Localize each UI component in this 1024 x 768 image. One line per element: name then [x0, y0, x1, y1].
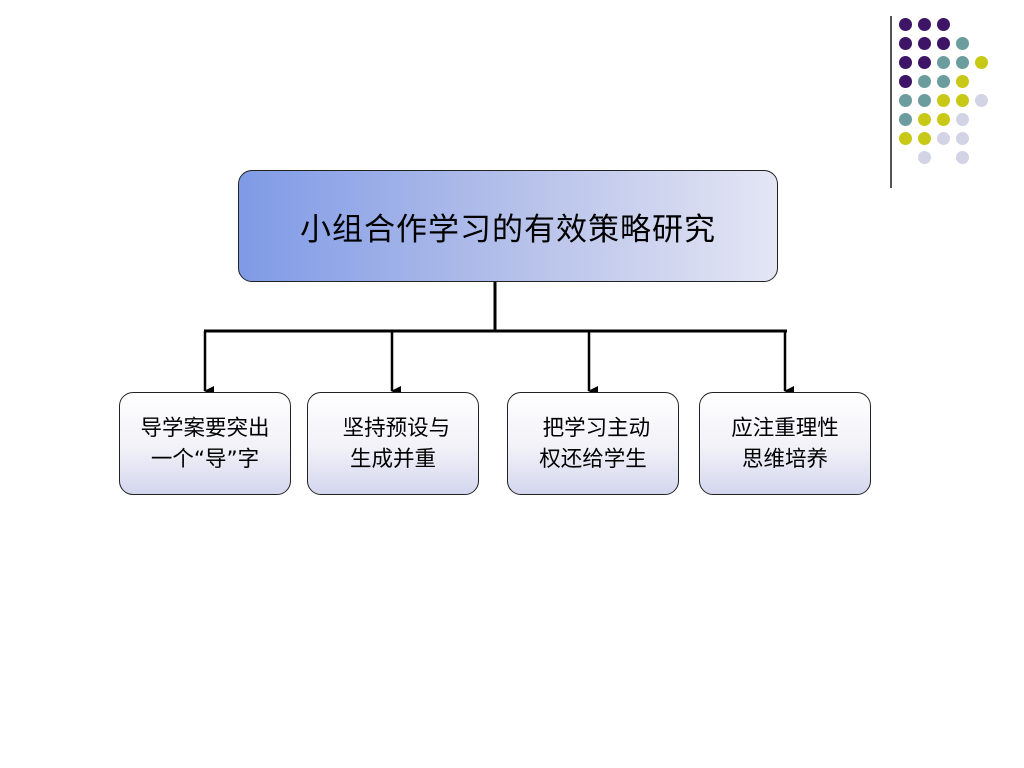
decorative-dot	[956, 132, 969, 145]
decorative-dot	[937, 75, 950, 88]
decorative-dot	[937, 56, 950, 69]
decorative-dot	[956, 94, 969, 107]
decorative-dot	[918, 94, 931, 107]
decorative-dot	[918, 56, 931, 69]
decorative-dot	[956, 75, 969, 88]
child-node-2: 坚持预设与 生成并重	[307, 392, 479, 495]
decorative-dot	[956, 56, 969, 69]
decorative-dot	[899, 37, 912, 50]
child-node-1: 导学案要突出 一个“导”字	[119, 392, 291, 495]
decorative-dot	[956, 113, 969, 126]
decorative-dot	[899, 132, 912, 145]
root-node-label: 小组合作学习的有效策略研究	[300, 211, 716, 248]
decorative-dot-grid	[880, 10, 1010, 190]
child-node-4-line-1: 应注重理性	[731, 415, 839, 441]
child-node-3-line-2: 权还给学生	[539, 446, 647, 472]
decorative-dot	[899, 56, 912, 69]
child-node-3-line-1: 把学习主动	[535, 415, 651, 441]
decorative-dot	[956, 151, 969, 164]
decorative-dot	[937, 132, 950, 145]
decorative-dot	[899, 18, 912, 31]
decorative-dot	[937, 113, 950, 126]
decorative-dot	[975, 56, 988, 69]
root-node: 小组合作学习的有效策略研究	[238, 170, 778, 282]
decorative-dot	[937, 94, 950, 107]
child-node-2-line-2: 生成并重	[349, 446, 436, 472]
child-node-2-line-1: 坚持预设与	[335, 415, 451, 441]
child-node-1-line-1: 导学案要突出	[140, 415, 270, 441]
decorative-dot	[918, 132, 931, 145]
decorative-dot	[918, 151, 931, 164]
child-node-1-line-2: 一个“导”字	[150, 446, 260, 472]
child-node-3: 把学习主动 权还给学生	[507, 392, 679, 495]
decorative-dot	[899, 75, 912, 88]
child-node-4-line-2: 思维培养	[741, 446, 828, 472]
decorative-dot	[975, 94, 988, 107]
child-node-4: 应注重理性 思维培养	[699, 392, 871, 495]
decorative-dot	[918, 18, 931, 31]
decorative-dot	[899, 113, 912, 126]
decorative-dot	[956, 37, 969, 50]
decorative-dot	[918, 75, 931, 88]
decorative-divider-line	[890, 16, 892, 188]
decorative-dot	[937, 37, 950, 50]
decorative-dot	[937, 18, 950, 31]
decorative-dot	[918, 37, 931, 50]
decorative-dot	[918, 113, 931, 126]
decorative-dot	[899, 94, 912, 107]
